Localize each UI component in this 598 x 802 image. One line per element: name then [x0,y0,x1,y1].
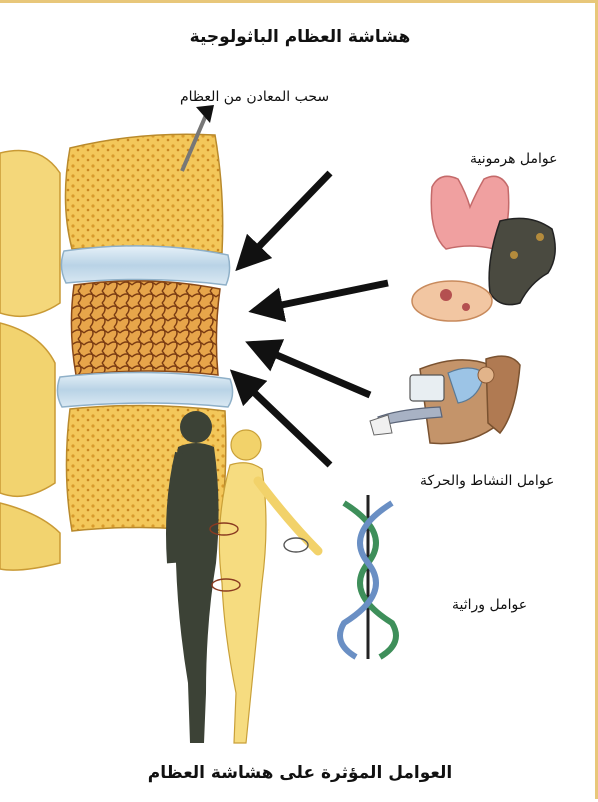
influence-arrows [240,173,388,465]
dna-helix-illustration [340,495,396,659]
hormonal-factors-label: عوامل هرمونية [470,151,558,167]
diagram-title: هشاشة العظام الباثولوجية [150,27,450,47]
diagram-caption: العوامل المؤثرة على هشاشة العظام [120,763,480,783]
diagram-artwork [0,3,598,802]
hormonal-glands-illustration [412,176,555,321]
mineral-loss-label: سحب المعادن من العظام [180,89,329,105]
genetic-factors-label: عوامل وراثية [452,597,527,613]
human-figures-illustration [171,411,318,743]
activity-factors-label: عوامل النشاط والحركة [420,473,554,489]
seated-person-illustration [370,356,520,443]
